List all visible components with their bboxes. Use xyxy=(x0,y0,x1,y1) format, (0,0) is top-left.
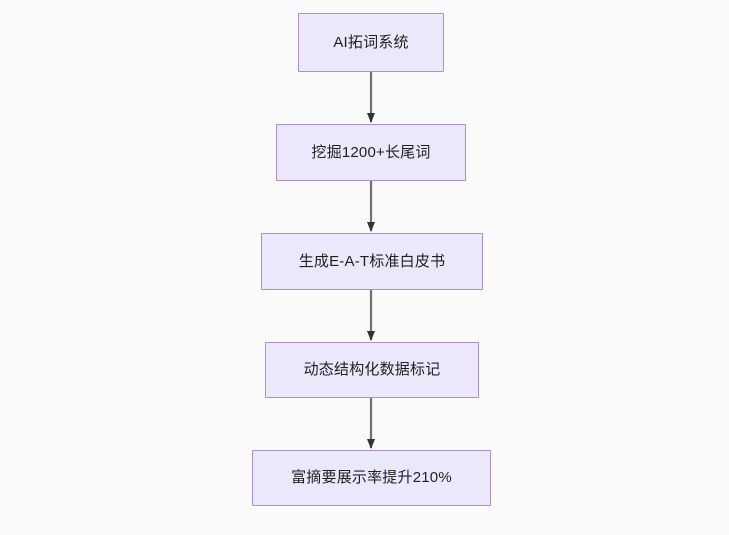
flow-node-label: 挖掘1200+长尾词 xyxy=(311,143,431,161)
flow-node-label: 富摘要展示率提升210% xyxy=(291,469,452,486)
flow-node-label: AI拓词系统 xyxy=(333,33,409,51)
flow-node-label: 动态结构化数据标记 xyxy=(303,361,441,378)
flow-node-dynamic-structured-data-markup[interactable]: 动态结构化数据标记 xyxy=(265,342,479,398)
flow-node-label: 生成E-A-T标准白皮书 xyxy=(298,252,446,270)
flow-node-ai-keyword-system[interactable]: AI拓词系统 xyxy=(298,13,444,72)
flow-node-rich-snippet-impression-uplift[interactable]: 富摘要展示率提升210% xyxy=(252,450,491,506)
flow-node-mine-longtail-keywords[interactable]: 挖掘1200+长尾词 xyxy=(276,124,466,181)
flow-node-generate-eat-whitepaper[interactable]: 生成E-A-T标准白皮书 xyxy=(261,233,483,290)
